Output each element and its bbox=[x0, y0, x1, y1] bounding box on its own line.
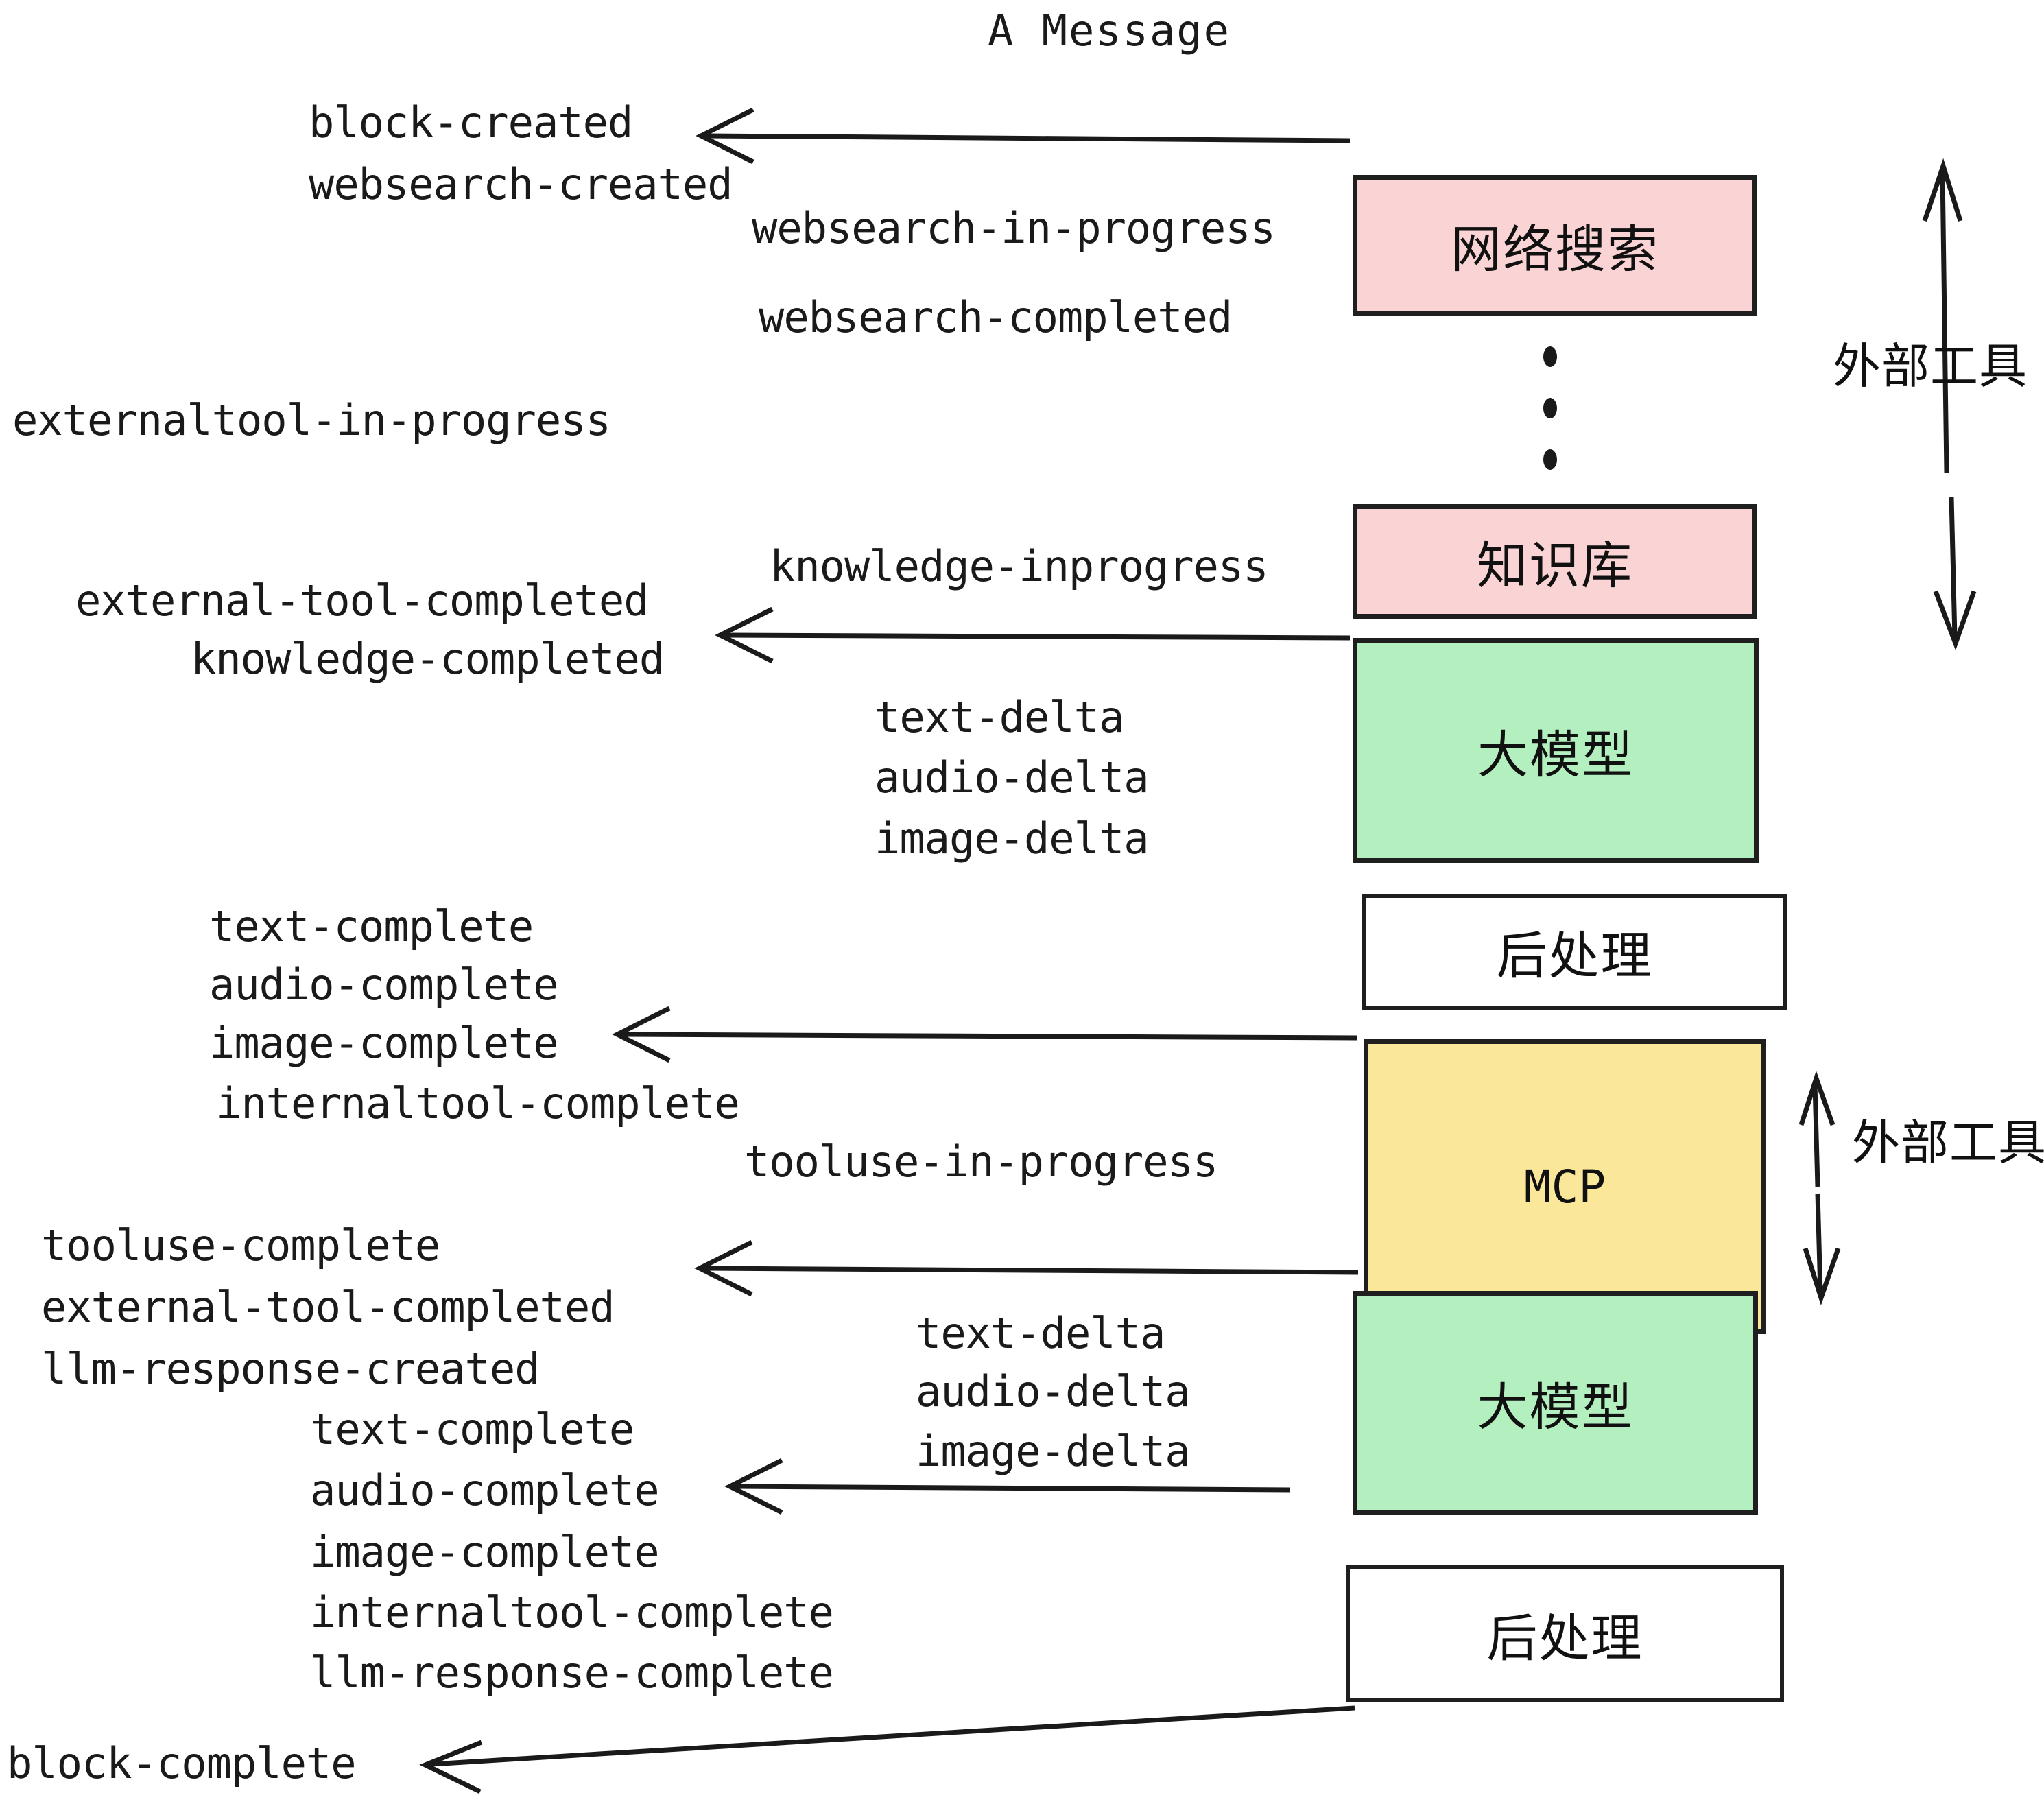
event-internaltool-complete-2: internaltool-complete bbox=[310, 1587, 834, 1637]
event-external-tool-completed-1: external-tool-completed bbox=[75, 575, 650, 626]
event-text-delta-2: text-delta bbox=[916, 1308, 1165, 1358]
event-audio-delta-1: audio-delta bbox=[875, 752, 1150, 803]
event-websearch-created: websearch-created bbox=[309, 159, 733, 209]
dot-3 bbox=[1543, 449, 1557, 470]
event-llm-response-complete: llm-response-complete bbox=[310, 1648, 834, 1698]
event-image-complete-2: image-complete bbox=[310, 1527, 660, 1577]
event-tooluse-in-progress: tooluse-in-progress bbox=[744, 1137, 1218, 1187]
diagram-title: A Message bbox=[988, 5, 1231, 56]
box-mcp-label: MCP bbox=[1523, 1160, 1606, 1213]
arrow-knowledge-to-completed bbox=[715, 606, 1351, 664]
arrow-postprocess2-to-block-complete bbox=[419, 1705, 1355, 1794]
event-image-complete-1: image-complete bbox=[209, 1018, 559, 1068]
event-audio-complete-2: audio-complete bbox=[310, 1465, 660, 1515]
box-postprocess-1-label: 后处理 bbox=[1496, 927, 1653, 986]
dot-1 bbox=[1543, 346, 1557, 367]
event-audio-complete-1: audio-complete bbox=[209, 960, 559, 1010]
external-tools-label-bottom: 外部工具 bbox=[1852, 1115, 2044, 1171]
arrow-mcp-to-tooluse-complete bbox=[694, 1239, 1359, 1297]
ellipsis-dots bbox=[1542, 346, 1558, 470]
event-websearch-in-progress: websearch-in-progress bbox=[752, 203, 1276, 253]
event-websearch-completed: websearch-completed bbox=[759, 292, 1233, 342]
box-llm-1[interactable]: 大模型 bbox=[1353, 638, 1759, 863]
external-tools-bracket-top bbox=[1922, 158, 1977, 651]
box-llm-2-label: 大模型 bbox=[1477, 1377, 1634, 1437]
event-external-tool-completed-2: external-tool-completed bbox=[41, 1282, 615, 1332]
box-knowledge-label: 知识库 bbox=[1477, 536, 1633, 595]
event-knowledge-inprogress: knowledge-inprogress bbox=[770, 541, 1269, 591]
box-postprocess-2-label: 后处理 bbox=[1486, 1609, 1643, 1668]
event-knowledge-completed: knowledge-completed bbox=[191, 634, 665, 684]
box-postprocess-1[interactable]: 后处理 bbox=[1362, 894, 1787, 1010]
event-audio-delta-2: audio-delta bbox=[916, 1366, 1191, 1416]
event-image-delta-1: image-delta bbox=[875, 814, 1150, 864]
box-websearch[interactable]: 网络搜索 bbox=[1353, 175, 1757, 316]
dot-2 bbox=[1543, 398, 1557, 418]
event-text-complete-1: text-complete bbox=[209, 901, 534, 951]
box-llm-1-label: 大模型 bbox=[1477, 725, 1634, 785]
event-externaltool-in-progress: externaltool-in-progress bbox=[12, 395, 611, 445]
arrow-postprocess1-to-image-complete bbox=[612, 1006, 1357, 1063]
box-mcp[interactable]: MCP bbox=[1364, 1039, 1766, 1334]
box-websearch-label: 网络搜索 bbox=[1451, 220, 1659, 279]
external-tools-bracket-bottom bbox=[1798, 1071, 1841, 1306]
event-text-complete-2: text-complete bbox=[310, 1404, 634, 1454]
event-block-created: block-created bbox=[309, 97, 633, 147]
arrow-websearch-to-created bbox=[696, 107, 1351, 165]
event-internaltool-complete-1: internaltool-complete bbox=[216, 1078, 740, 1128]
event-image-delta-2: image-delta bbox=[916, 1426, 1191, 1476]
event-block-complete: block-complete bbox=[7, 1738, 357, 1788]
box-knowledge[interactable]: 知识库 bbox=[1353, 504, 1757, 619]
event-text-delta-1: text-delta bbox=[875, 692, 1124, 742]
event-llm-response-created: llm-response-created bbox=[41, 1344, 540, 1394]
external-tools-label-top: 外部工具 bbox=[1833, 338, 2028, 394]
box-llm-2[interactable]: 大模型 bbox=[1353, 1291, 1758, 1515]
event-tooluse-complete: tooluse-complete bbox=[41, 1220, 440, 1270]
box-postprocess-2[interactable]: 后处理 bbox=[1346, 1565, 1784, 1702]
